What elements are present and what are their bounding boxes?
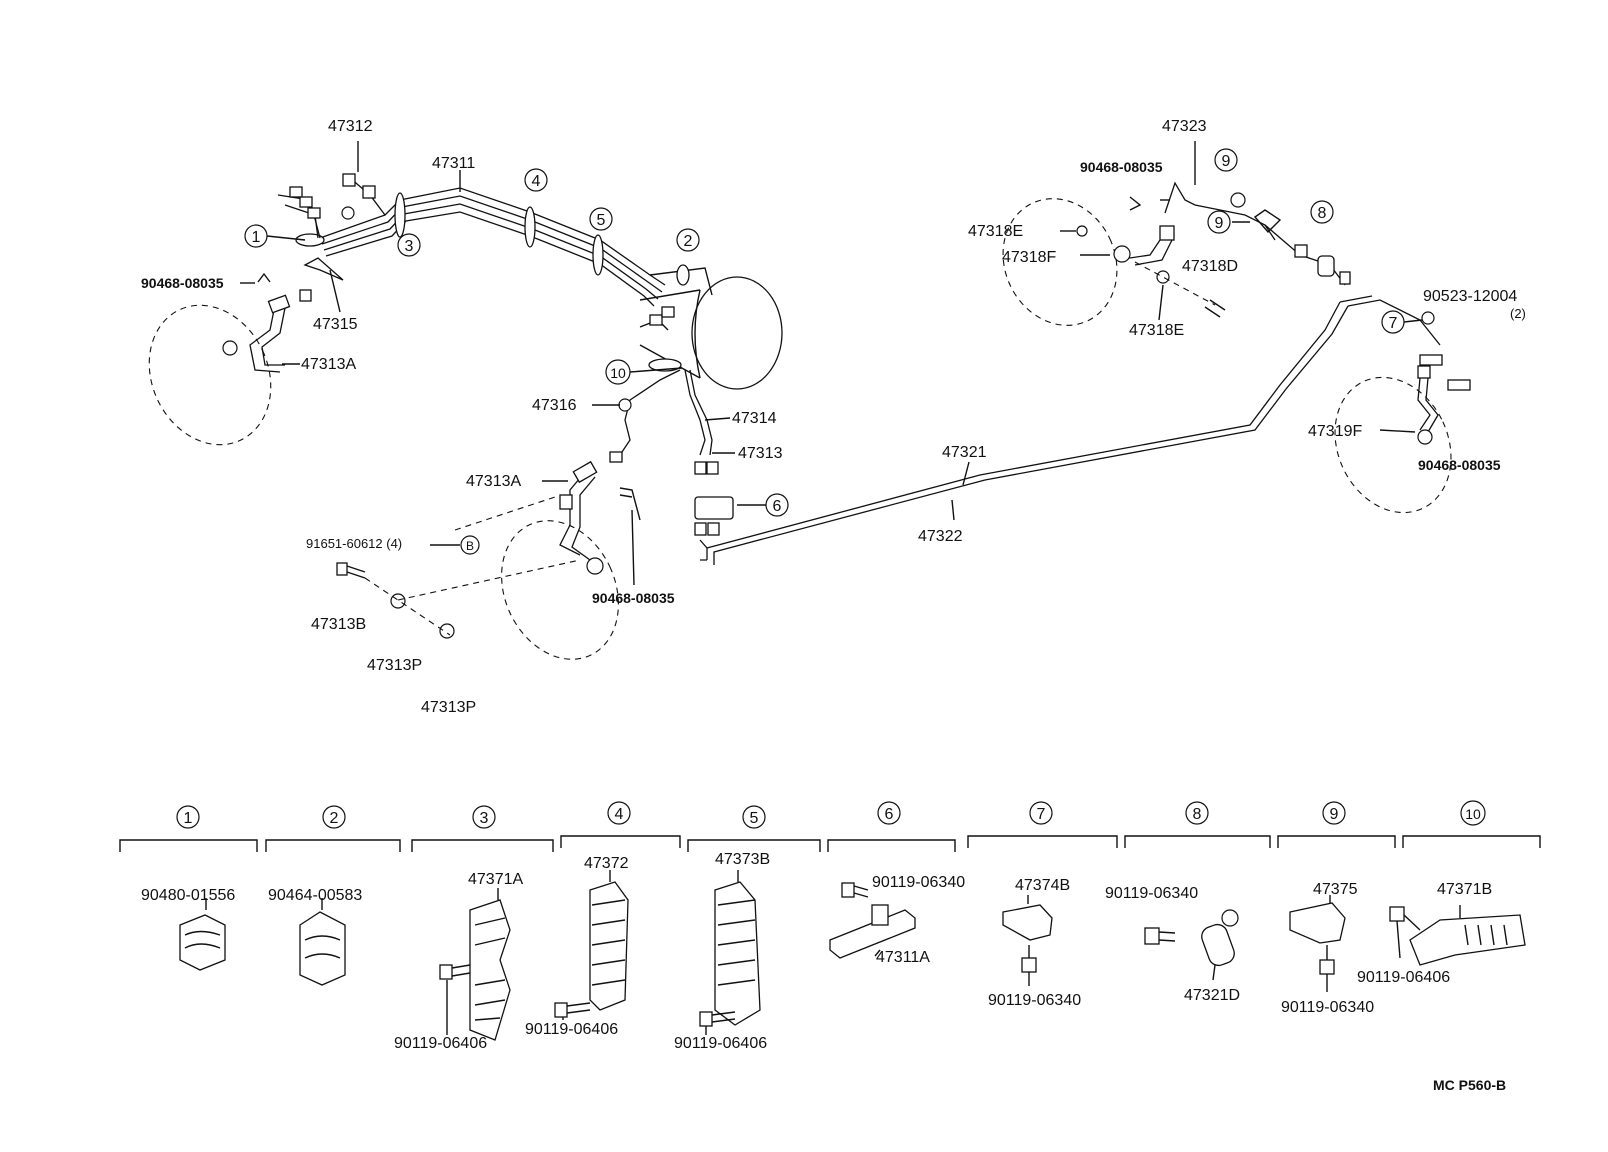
- proportioning-valve: [694, 496, 734, 536]
- bracket-6-drawing: [829, 882, 916, 959]
- main-pipe-bundle: [295, 187, 690, 307]
- detail-header-4: 4: [615, 806, 624, 823]
- detail-header-2: 2: [330, 810, 339, 827]
- banjo-bolt-washers: [336, 496, 581, 639]
- detail-47321D: 47321D: [1184, 987, 1241, 1004]
- label-47314: 47314: [732, 410, 777, 427]
- detail-90480-01556: 90480-01556: [141, 887, 236, 904]
- bracket-8-drawing: [1144, 909, 1239, 967]
- label-90468-08035-center: 90468-08035: [592, 590, 675, 606]
- detail-header-10: 10: [1465, 806, 1481, 822]
- detail-header-6: 6: [885, 806, 894, 823]
- callout-8: 8: [1318, 205, 1327, 222]
- left-front-wheel-outline: [148, 304, 272, 446]
- callout-7: 7: [1389, 315, 1398, 332]
- label-47319F: 47319F: [1308, 423, 1363, 440]
- label-47323: 47323: [1162, 118, 1207, 135]
- label-47313A-right: 47313A: [466, 473, 522, 490]
- detail-90119-06340-9: 90119-06340: [1281, 999, 1375, 1016]
- diagram-code: MC P560-B: [1433, 1077, 1507, 1093]
- label-90468-08035-left: 90468-08035: [141, 275, 224, 291]
- label-47318E-lower: 47318E: [1129, 322, 1185, 339]
- detail-47372: 47372: [584, 855, 629, 872]
- callout-circles: [244, 148, 1405, 555]
- rear-long-pipes: [699, 295, 1441, 565]
- label-47311: 47311: [432, 155, 476, 172]
- label-47313P-upper: 47313P: [367, 657, 423, 674]
- rear-fittings: [1076, 181, 1471, 445]
- label-47318D: 47318D: [1182, 258, 1239, 275]
- detail-47371A: 47371A: [468, 871, 524, 888]
- label-90523-qty: (2): [1510, 306, 1526, 321]
- callout-10: 10: [610, 365, 626, 381]
- clamp-10-drawing: [1389, 906, 1526, 966]
- label-47316: 47316: [532, 397, 577, 414]
- label-47312: 47312: [328, 118, 373, 135]
- callout-9-top: 9: [1222, 153, 1231, 170]
- detail-90119-06340-8: 90119-06340: [1105, 885, 1199, 902]
- label-47315: 47315: [313, 316, 358, 333]
- detail-header-3: 3: [480, 810, 489, 827]
- callout-5: 5: [597, 212, 606, 229]
- clamp-3-drawing: [439, 899, 511, 1041]
- detail-header-7: 7: [1037, 806, 1046, 823]
- right-front-wheel-outline: [501, 520, 619, 660]
- label-47318E-upper: 47318E: [968, 223, 1024, 240]
- detail-90119-06340-6: 90119-06340: [872, 874, 966, 891]
- detail-47374B: 47374B: [1015, 877, 1071, 894]
- bracket-7-drawing: [1002, 904, 1053, 973]
- label-47321: 47321: [942, 444, 987, 461]
- callout-6: 6: [773, 498, 782, 515]
- detail-90119-06340-7: 90119-06340: [988, 992, 1082, 1009]
- detail-47311A: 47311A: [876, 949, 930, 966]
- detail-90464-00583: 90464-00583: [268, 887, 363, 904]
- clamp-4-drawing: [554, 881, 629, 1018]
- label-90523-12004: 90523-12004: [1423, 288, 1518, 305]
- label-47318F: 47318F: [1002, 249, 1057, 266]
- detail-47371B: 47371B: [1437, 881, 1493, 898]
- callout-9-lower: 9: [1215, 215, 1224, 232]
- left-fittings: [257, 173, 386, 302]
- rear-left-wheel-outline: [1002, 198, 1118, 326]
- callout-B: B: [466, 539, 474, 553]
- callout-3: 3: [405, 238, 414, 255]
- label-47322: 47322: [918, 528, 963, 545]
- detail-90119-06406-4: 90119-06406: [525, 1021, 619, 1038]
- detail-brackets: [119, 800, 1541, 852]
- label-91651-60612: 91651-60612 (4): [306, 536, 403, 551]
- left-flex-hose: [222, 294, 291, 373]
- detail-header-8: 8: [1193, 806, 1202, 823]
- detail-header-5: 5: [750, 810, 759, 827]
- detail-90119-06406-5: 90119-06406: [674, 1035, 768, 1052]
- callout-4: 4: [532, 173, 541, 190]
- right-flex-hose: [559, 460, 641, 575]
- detail-90119-06406-3: 90119-06406: [394, 1035, 488, 1052]
- label-90468-08035-rear-right: 90468-08035: [1418, 457, 1501, 473]
- brake-booster: [639, 267, 783, 390]
- detail-header-1: 1: [184, 810, 193, 827]
- detail-leaders: [205, 870, 1461, 1035]
- detail-47373B: 47373B: [715, 851, 771, 868]
- clamp-2-drawing: [299, 911, 346, 986]
- label-47313: 47313: [738, 445, 783, 462]
- label-47313A-left: 47313A: [301, 356, 357, 373]
- callout-1: 1: [252, 229, 261, 246]
- leader-lines: [240, 141, 1423, 586]
- detail-47375: 47375: [1313, 881, 1358, 898]
- bracket-9-drawing: [1289, 902, 1346, 975]
- label-90468-08035-rear: 90468-08035: [1080, 159, 1163, 175]
- label-47313P-lower: 47313P: [421, 699, 477, 716]
- callout-2: 2: [684, 233, 693, 250]
- clamp-1-drawing: [179, 914, 226, 971]
- label-47313B: 47313B: [311, 616, 367, 633]
- clamp-5-drawing: [699, 881, 761, 1027]
- detail-90119-06406-10: 90119-06406: [1357, 969, 1451, 986]
- rear-right-wheel-outline: [1334, 376, 1452, 514]
- detail-header-9: 9: [1330, 806, 1339, 823]
